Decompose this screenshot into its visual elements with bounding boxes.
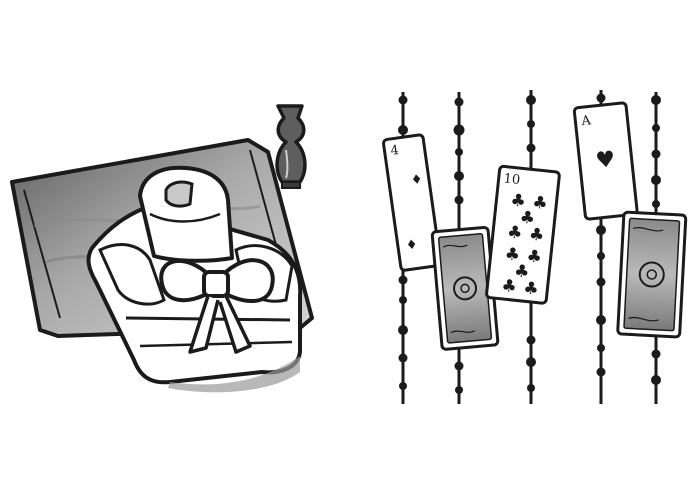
vase-icon	[275, 104, 307, 189]
club-icon: ♣	[506, 222, 523, 243]
club-icon: ♣	[531, 193, 548, 214]
flower-icon	[453, 276, 478, 301]
diamond-icon: ♦	[410, 172, 424, 188]
flower-icon	[638, 261, 665, 288]
card-rank: 10	[503, 171, 521, 188]
club-icon: ♣	[509, 190, 526, 211]
card-back	[430, 225, 500, 351]
club-pips: ♣ ♣ ♣ ♣ ♣ ♣ ♣ ♣ ♣ ♣	[500, 190, 548, 299]
left-panel	[10, 104, 314, 393]
club-icon: ♣	[513, 261, 530, 282]
diamond-card: 4 ♦ ♦	[382, 133, 442, 272]
club-icon: ♣	[522, 278, 539, 299]
card-rank: 4	[390, 143, 400, 159]
club-icon: ♣	[528, 224, 545, 245]
club-icon: ♣	[526, 246, 543, 267]
card-rank: A	[580, 113, 593, 129]
club-card: 10 ♣ ♣ ♣ ♣ ♣ ♣ ♣ ♣ ♣ ♣	[485, 164, 561, 305]
club-icon: ♣	[519, 207, 536, 228]
heart-icon: ♥	[594, 147, 616, 174]
right-panel: 4 ♦ ♦ 10 ♣ ♣ ♣ ♣ ♣ ♣ ♣ ♣	[382, 90, 688, 404]
heart-card: A ♥	[572, 101, 639, 221]
club-icon: ♣	[504, 244, 521, 265]
card-back	[616, 210, 688, 339]
bow-icon	[159, 258, 275, 354]
diamond-icon: ♦	[405, 237, 419, 253]
club-icon: ♣	[500, 276, 517, 297]
